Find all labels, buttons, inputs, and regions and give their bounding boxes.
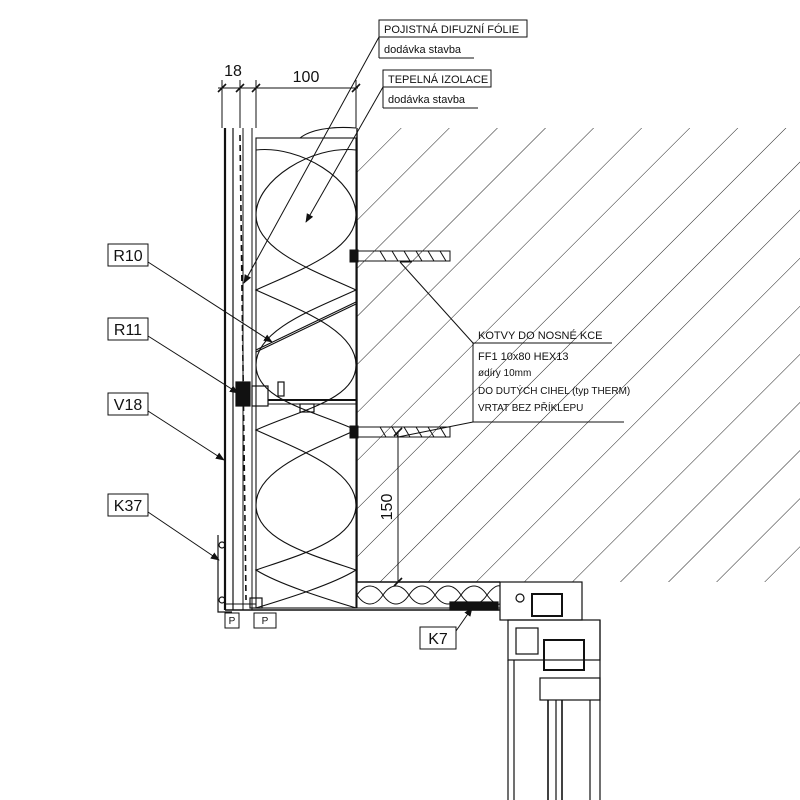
callout-k7 — [419, 607, 473, 650]
dim-18: 18 — [224, 63, 242, 80]
dim-150: 150 — [379, 494, 396, 521]
label-foil-sub: dodávka stavba — [384, 44, 462, 56]
anchor-lower — [349, 425, 451, 439]
marker-p2: P — [262, 616, 269, 627]
facade-cladding — [223, 128, 500, 611]
callout-v18 — [107, 392, 225, 461]
label-insulation-title: TEPELNÁ IZOLACE — [388, 73, 488, 86]
label-anchor-l1: FF1 10x80 HEX13 — [478, 351, 569, 363]
marker-p1: P — [229, 616, 236, 627]
part-k7: K7 — [428, 631, 448, 648]
label-anchor-l2: ødíry 10mm — [478, 368, 531, 379]
callout-foil — [243, 19, 528, 284]
p-markers — [224, 612, 277, 629]
label-anchor-l4: VRTAT BEZ PŘÍKLEPU — [478, 401, 583, 414]
masonry-wall — [356, 128, 800, 583]
insulation-wave-a — [254, 148, 357, 609]
label-anchor-l3: DO DUTÝCH CIHEL (typ THERM) — [478, 384, 630, 397]
thermal-insulation — [254, 126, 358, 609]
insulation-top-edge — [299, 126, 357, 139]
label-insulation-sub: dodávka stavba — [388, 94, 466, 106]
window-frame — [449, 581, 601, 800]
callout-insulation — [305, 69, 492, 223]
callout-k37 — [107, 493, 220, 561]
part-r11: R11 — [114, 322, 142, 339]
callout-anchors — [397, 261, 624, 438]
anchor-upper — [349, 249, 451, 263]
diffusion-foil — [239, 134, 247, 601]
dim-100: 100 — [293, 69, 320, 86]
callout-r10 — [107, 243, 273, 343]
bottom-clip-k37 — [217, 535, 263, 613]
insulation-wave-b — [255, 148, 358, 609]
dimensions — [217, 80, 403, 587]
label-anchor-title: KOTVY DO NOSNÉ KCE — [478, 329, 603, 342]
part-r10: R10 — [113, 248, 142, 265]
callout-r11 — [107, 317, 239, 394]
label-foil-title: POJISTNÁ DIFUZNÍ FÓLIE — [384, 23, 519, 36]
soffit-insulation — [356, 581, 501, 609]
part-v18: V18 — [114, 397, 143, 414]
part-k37: K37 — [114, 498, 143, 515]
bracket-r11 — [235, 301, 357, 413]
